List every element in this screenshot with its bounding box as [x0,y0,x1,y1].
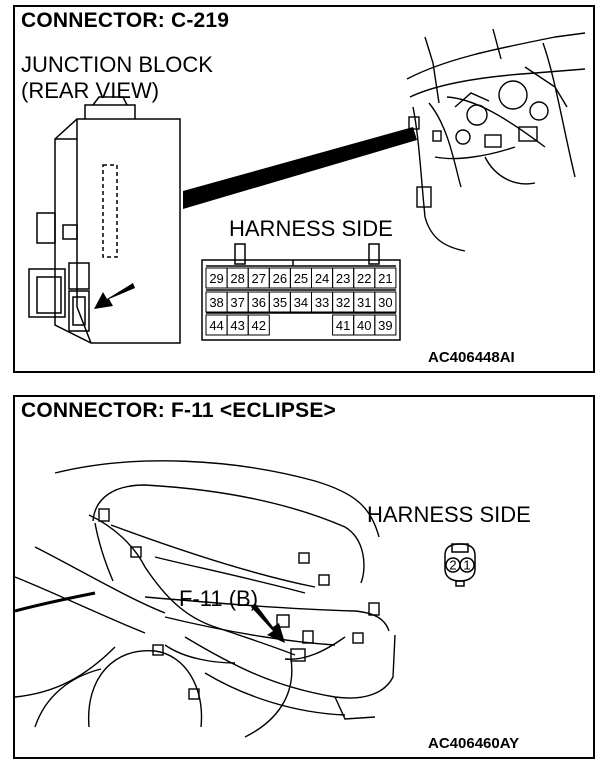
junction-block-label: JUNCTION BLOCK [21,52,213,77]
panel-title: CONNECTOR: C-219 [21,9,230,32]
vehicle-rear-sketch [14,460,396,738]
pin-label: 22 [357,271,371,286]
pin-cell [374,291,397,313]
connector-c219-panel: CONNECTOR: C-219 JUNCTION BLOCK (REAR VI… [13,5,595,373]
vehicle-dash-sketch [406,28,586,252]
pin-label: 39 [378,318,392,333]
pin-label: 34 [294,295,308,310]
pin-label: 37 [230,295,244,310]
connector-c219-face: 29 28 27 26 25 24 23 22 21 38 37 36 35 34 33 32 31 30 44 43… [201,243,401,341]
pin-label: 38 [209,295,223,310]
pin-label: 24 [315,271,329,286]
connector-f11-panel: CONNECTOR: F-11 <ECLIPSE> HARNESS SIDE F… [13,395,595,759]
pin-label: 27 [252,271,266,286]
pin-cell [247,314,270,336]
pin-label: 41 [336,318,350,333]
image-code: AC406448AI [428,349,515,366]
image-code: AC406460AY [428,735,520,752]
pin-label: 35 [273,295,287,310]
pin-label: 42 [252,318,266,333]
pin-label: 31 [357,295,371,310]
pin-label: 23 [336,271,350,286]
pin-label: 44 [209,318,223,333]
pin-label: 36 [252,295,266,310]
pin-label: 26 [273,271,287,286]
pin-label: 25 [294,271,308,286]
pin-label: 28 [230,271,244,286]
harness-side-label: HARNESS SIDE [367,502,531,527]
pin-label: 2 [449,558,456,573]
pin-label: 1 [463,558,470,573]
pin-label: 29 [209,271,223,286]
harness-side-label: HARNESS SIDE [229,216,393,241]
connector-callout: F-11 (B) [179,586,259,611]
pin-grid: 29 28 27 26 25 24 23 22 21 38 37 36 35 34 33 32 31 30 44 43… [205,267,397,336]
pin-label: 21 [378,271,392,286]
connector-f11-face: 2 1 [444,543,476,587]
pin-label: 33 [315,295,329,310]
pin-cell [374,314,397,336]
pin-label: 40 [357,318,371,333]
rear-view-label: (REAR VIEW) [21,78,160,103]
junction-block-drawing [28,96,417,344]
pin-label: 43 [230,318,244,333]
pin-cell [374,267,397,289]
panel-title: CONNECTOR: F-11 <ECLIPSE> [21,399,337,422]
pin-label: 30 [378,295,392,310]
pin-label: 32 [336,295,350,310]
